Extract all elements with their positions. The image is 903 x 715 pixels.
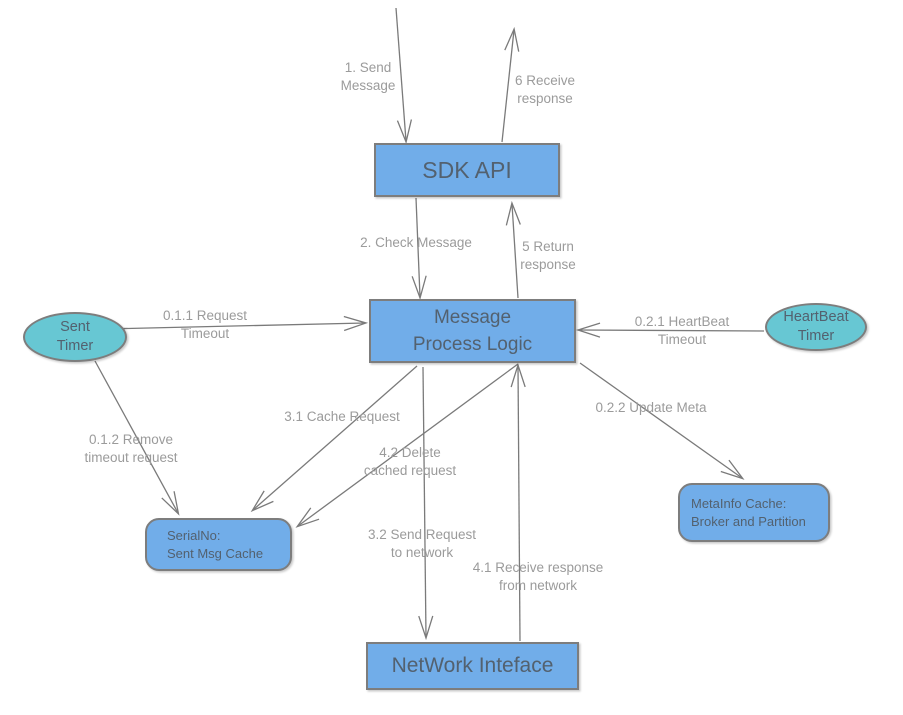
node-message-process-logic-label: Message Process Logic [412, 307, 533, 355]
edge-label-check-message: 2. Check Message [360, 235, 472, 250]
node-message-process-logic: Message Process Logic [369, 299, 576, 363]
edge-delete-cached-request [295, 363, 519, 528]
edge-label-return-response: 5 Return response [520, 239, 576, 272]
edge-send-request-to-network [418, 366, 434, 641]
node-sdk-api-label: SDK API [422, 156, 512, 183]
edge-label-remove-timeout-request: 0.1.2 Remove timeout request [84, 432, 178, 465]
edge-label-delete-cached-request: 4.2 Delete cached request [363, 445, 457, 478]
edge-label-send-message: 1. Send Message [340, 60, 396, 93]
edge-heartbeat-timeout [575, 322, 765, 338]
node-network-interface-label: NetWork Inteface [391, 654, 554, 677]
node-metainfo-cache: MetaInfo Cache: Broker and Partition [678, 483, 830, 542]
edge-label-receive-response: 6 Receive response [514, 73, 576, 106]
edge-receive-response-from-network [510, 362, 526, 642]
edge-receive-response [501, 26, 520, 143]
edge-label-send-request-to-network: 3.2 Send Request to network [367, 527, 477, 560]
edge-check-message [411, 197, 427, 301]
edge-send-message [395, 7, 413, 145]
node-sent-timer-label: Sent Timer [56, 319, 94, 354]
edge-cache-request [250, 365, 418, 513]
node-heartbeat-timer: HeartBeat Timer [765, 303, 867, 351]
edge-update-meta [579, 362, 745, 480]
edge-request-timeout [103, 315, 369, 332]
edge-remove-timeout-request [94, 360, 180, 516]
node-serialno-cache-label: SerialNo: Sent Msg Cache [167, 527, 264, 561]
node-metainfo-cache-label: MetaInfo Cache: Broker and Partition [691, 495, 806, 529]
edge-label-request-timeout: 0.1.1 Request Timeout [162, 308, 248, 341]
node-sdk-api: SDK API [374, 143, 560, 197]
node-network-interface: NetWork Inteface [366, 642, 579, 690]
node-heartbeat-timer-label: HeartBeat Timer [783, 309, 849, 344]
node-serialno-cache: SerialNo: Sent Msg Cache [145, 518, 292, 571]
edge-return-response [505, 200, 521, 299]
node-sent-timer: Sent Timer [23, 312, 127, 362]
edge-label-cache-request: 3.1 Cache Request [284, 409, 400, 424]
edge-label-update-meta: 0.2.2 Update Meta [595, 400, 707, 415]
edge-label-receive-response-from-network: 4.1 Receive response from network [472, 560, 604, 593]
edge-label-heartbeat-timeout: 0.2.1 HeartBeat Timeout [634, 314, 730, 347]
